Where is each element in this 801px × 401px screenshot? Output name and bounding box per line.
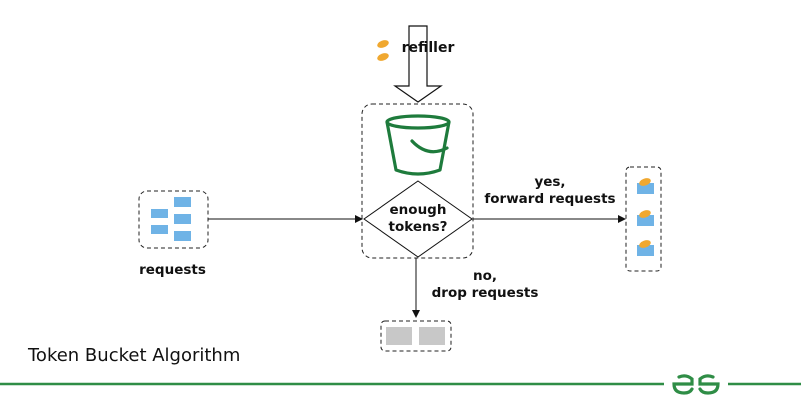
request-with-token-icon [637,178,654,256]
no-label-line2: drop requests [431,285,539,301]
dropped-request-icon [386,327,445,345]
bucket-container [361,103,474,259]
request-block-icon [151,197,191,241]
dropped-container [380,320,452,352]
diagram-title: Token Bucket Algorithm [28,345,241,366]
requests-container [138,190,209,249]
decision-diamond [363,180,473,258]
yes-label-line1: yes, [534,174,566,190]
decision-label-line1: enough [389,202,447,218]
gfg-logo-icon [672,374,720,395]
decision-label-line2: tokens? [388,219,448,235]
refiller-arrow [393,25,443,103]
forwarded-container [625,166,662,272]
requests-label: requests [139,262,206,278]
no-label-line1: no, [472,268,497,284]
bucket-icon [385,114,451,176]
refiller-label: refiller [401,40,455,56]
yes-label-line2: forward requests [484,191,616,207]
